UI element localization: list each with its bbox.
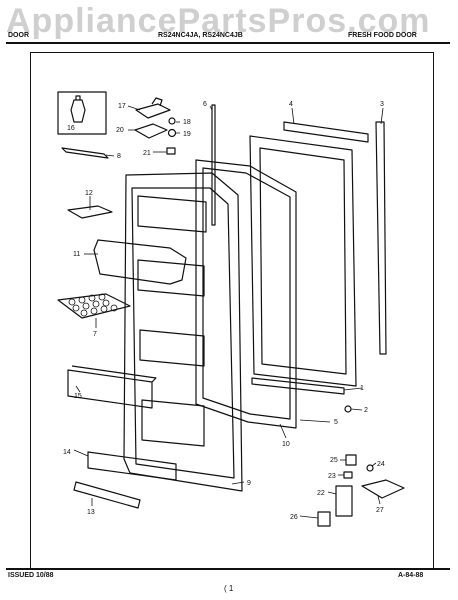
part-label-11: 11 <box>73 251 80 258</box>
issued-date: ISSUED 10/88 <box>8 572 54 579</box>
part-16-cap <box>70 99 86 123</box>
part-label-8: 8 <box>117 153 121 160</box>
part-11-dairy-door <box>93 239 187 285</box>
part-12-shelf <box>67 205 113 219</box>
part-number-labels: 1 2 3 4 5 6 7 8 9 10 11 12 13 14 15 16 1… <box>63 101 385 521</box>
part-label-24: 24 <box>377 461 385 468</box>
part-2-screw <box>344 405 352 413</box>
part-label-3: 3 <box>380 101 384 108</box>
part-10-gasket-inner <box>202 167 291 420</box>
liner-pocket-lower <box>139 329 205 367</box>
part-6-rod <box>211 104 216 226</box>
part-label-4: 4 <box>289 101 293 108</box>
part-3-side-strip <box>375 121 387 355</box>
part-label-2: 2 <box>364 407 368 414</box>
part-label-21: 21 <box>143 150 151 157</box>
header-left: DOOR <box>8 32 29 39</box>
part-7-egg-cups <box>68 293 118 317</box>
liner-pocket-middle <box>137 259 205 297</box>
part-27-hinge-plate <box>361 479 405 499</box>
part-label-5: 5 <box>334 419 338 426</box>
part-label-20: 20 <box>116 127 124 134</box>
part-26-bracket <box>317 511 331 527</box>
part-label-27: 27 <box>376 507 384 514</box>
page-number: ( 1 <box>224 584 234 593</box>
part-label-19: 19 <box>183 131 191 138</box>
part-22-bracket <box>335 485 353 517</box>
part-label-6: 6 <box>203 101 207 108</box>
watermark: AppliancePartsPros.com <box>6 2 431 40</box>
part-label-23: 23 <box>328 473 336 480</box>
part-label-9: 9 <box>247 480 251 487</box>
part-10-gasket <box>195 159 297 429</box>
part-21-bushing <box>166 147 176 155</box>
part-16-cap-top <box>75 95 81 100</box>
leader-lines <box>73 105 384 519</box>
part-19-washer <box>167 128 177 138</box>
header-models: RS24NC4JA, RS24NC4JB <box>158 32 243 39</box>
part-label-17: 17 <box>118 103 126 110</box>
part-13-kick-strip <box>73 481 141 509</box>
part-24-washer <box>366 464 374 472</box>
part-label-22: 22 <box>317 490 325 497</box>
liner-pocket-top <box>137 195 207 233</box>
part-4-top-cap <box>283 121 369 143</box>
part-15-door-bin-lip <box>71 365 157 383</box>
part-label-12: 12 <box>85 190 93 197</box>
part-16-inset-box <box>57 91 107 135</box>
page-code: A-84-88 <box>398 572 424 579</box>
part-label-14: 14 <box>63 449 71 456</box>
part-label-13: 13 <box>87 509 95 516</box>
part-label-16: 16 <box>67 125 75 132</box>
part-8-trim <box>61 147 109 159</box>
part-17-hinge <box>135 103 171 119</box>
part-14-bottom-bin <box>87 451 177 481</box>
part-9-door-liner-inner <box>131 187 235 479</box>
liner-pocket-bottom <box>141 399 205 447</box>
part-label-25: 25 <box>330 457 338 464</box>
part-5-outer-frame <box>249 135 357 387</box>
part-17-hinge-pin <box>151 97 163 107</box>
top-rule <box>6 42 450 44</box>
part-1-bottom-cap <box>251 377 345 395</box>
part-25-bushing <box>345 454 357 466</box>
part-label-1: 1 <box>360 385 364 392</box>
part-label-10: 10 <box>282 441 290 448</box>
part-20-hinge-plate <box>134 123 168 139</box>
part-9-door-liner <box>123 172 243 492</box>
part-5-inner-frame <box>259 147 347 375</box>
bottom-rule <box>6 568 450 570</box>
part-label-7: 7 <box>93 331 97 338</box>
part-label-18: 18 <box>183 119 191 126</box>
part-18-washer <box>168 117 176 125</box>
part-label-15: 15 <box>74 393 82 400</box>
part-23-spacer <box>343 471 353 479</box>
part-15-door-bin <box>67 369 153 409</box>
header-section: FRESH FOOD DOOR <box>348 32 417 39</box>
part-label-26: 26 <box>290 514 298 521</box>
